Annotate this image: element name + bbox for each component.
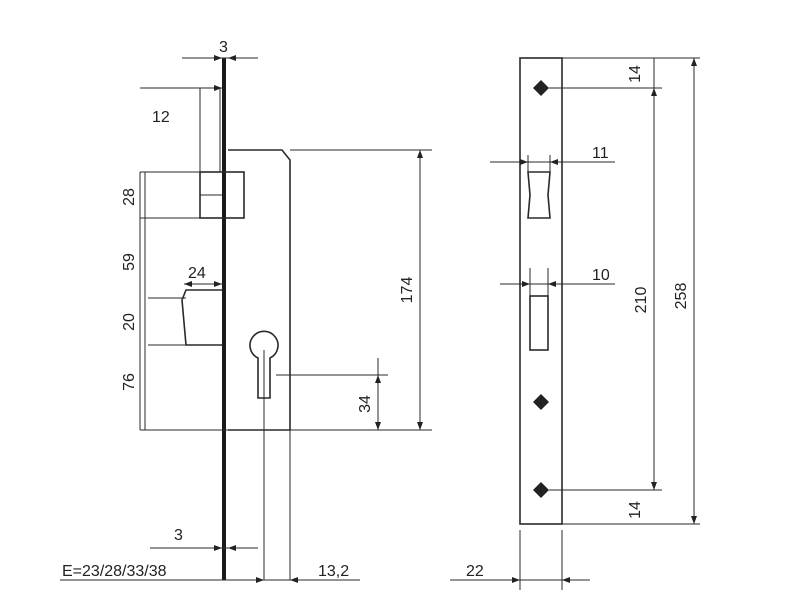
label-latch-opening: 11 bbox=[592, 145, 609, 162]
label-cylinder-offset: 34 bbox=[357, 395, 374, 413]
label-bolt-opening: 10 bbox=[592, 267, 610, 284]
screw-hole-bottom bbox=[533, 482, 549, 498]
arrow bbox=[214, 281, 222, 287]
cylinder-hole bbox=[249, 330, 279, 399]
arrow bbox=[375, 422, 381, 430]
deadbolt bbox=[181, 289, 222, 346]
arrow bbox=[184, 281, 192, 287]
arrow bbox=[522, 281, 530, 287]
label-bottom-offset: 76 bbox=[121, 373, 138, 391]
label-top-hole: 14 bbox=[627, 65, 644, 83]
arrow bbox=[520, 159, 528, 165]
arrow bbox=[290, 577, 298, 583]
lock-case bbox=[228, 149, 291, 431]
label-total-height: 258 bbox=[673, 283, 690, 310]
label-case-height: 174 bbox=[399, 277, 416, 304]
arrow bbox=[691, 516, 697, 524]
arrow bbox=[691, 58, 697, 66]
arrow bbox=[550, 159, 558, 165]
label-bolt-height: 20 bbox=[121, 313, 138, 331]
label-top-offset: 28 bbox=[121, 188, 138, 206]
label-backset-options: E=23/28/33/38 bbox=[62, 563, 167, 580]
label-bolt-width: 24 bbox=[188, 265, 206, 282]
front-view: 3 12 28 59 20 76 24 174 34 3 bbox=[60, 39, 432, 583]
arrow bbox=[214, 545, 222, 551]
label-bottom-thickness: 3 bbox=[174, 527, 183, 544]
arrow bbox=[214, 55, 222, 61]
arrow bbox=[214, 85, 222, 91]
arrow bbox=[651, 482, 657, 490]
arrow bbox=[651, 88, 657, 96]
arrow bbox=[228, 55, 236, 61]
screw-hole-mid bbox=[533, 394, 549, 410]
label-cylinder-centre: 13,2 bbox=[318, 563, 349, 580]
latch-bolt bbox=[199, 87, 221, 173]
label-between-holes: 210 bbox=[633, 287, 650, 314]
label-latch-width: 12 bbox=[152, 109, 170, 126]
arrow bbox=[375, 375, 381, 383]
arrow bbox=[256, 577, 264, 583]
side-view: 14 11 10 210 258 14 22 bbox=[450, 57, 700, 590]
arrow bbox=[417, 422, 423, 430]
arrow bbox=[417, 150, 423, 158]
latch-opening bbox=[527, 171, 551, 219]
bolt-opening bbox=[529, 295, 549, 351]
label-bottom-hole: 14 bbox=[627, 501, 644, 519]
faceplate-side bbox=[519, 57, 563, 525]
arrow bbox=[562, 577, 570, 583]
arrow bbox=[228, 545, 236, 551]
label-faceplate-width: 22 bbox=[466, 563, 484, 580]
label-spacing-mid: 59 bbox=[121, 253, 138, 271]
screw-hole-top bbox=[533, 80, 549, 96]
arrow bbox=[512, 577, 520, 583]
arrow bbox=[548, 281, 556, 287]
label-faceplate-thickness: 3 bbox=[219, 39, 228, 56]
